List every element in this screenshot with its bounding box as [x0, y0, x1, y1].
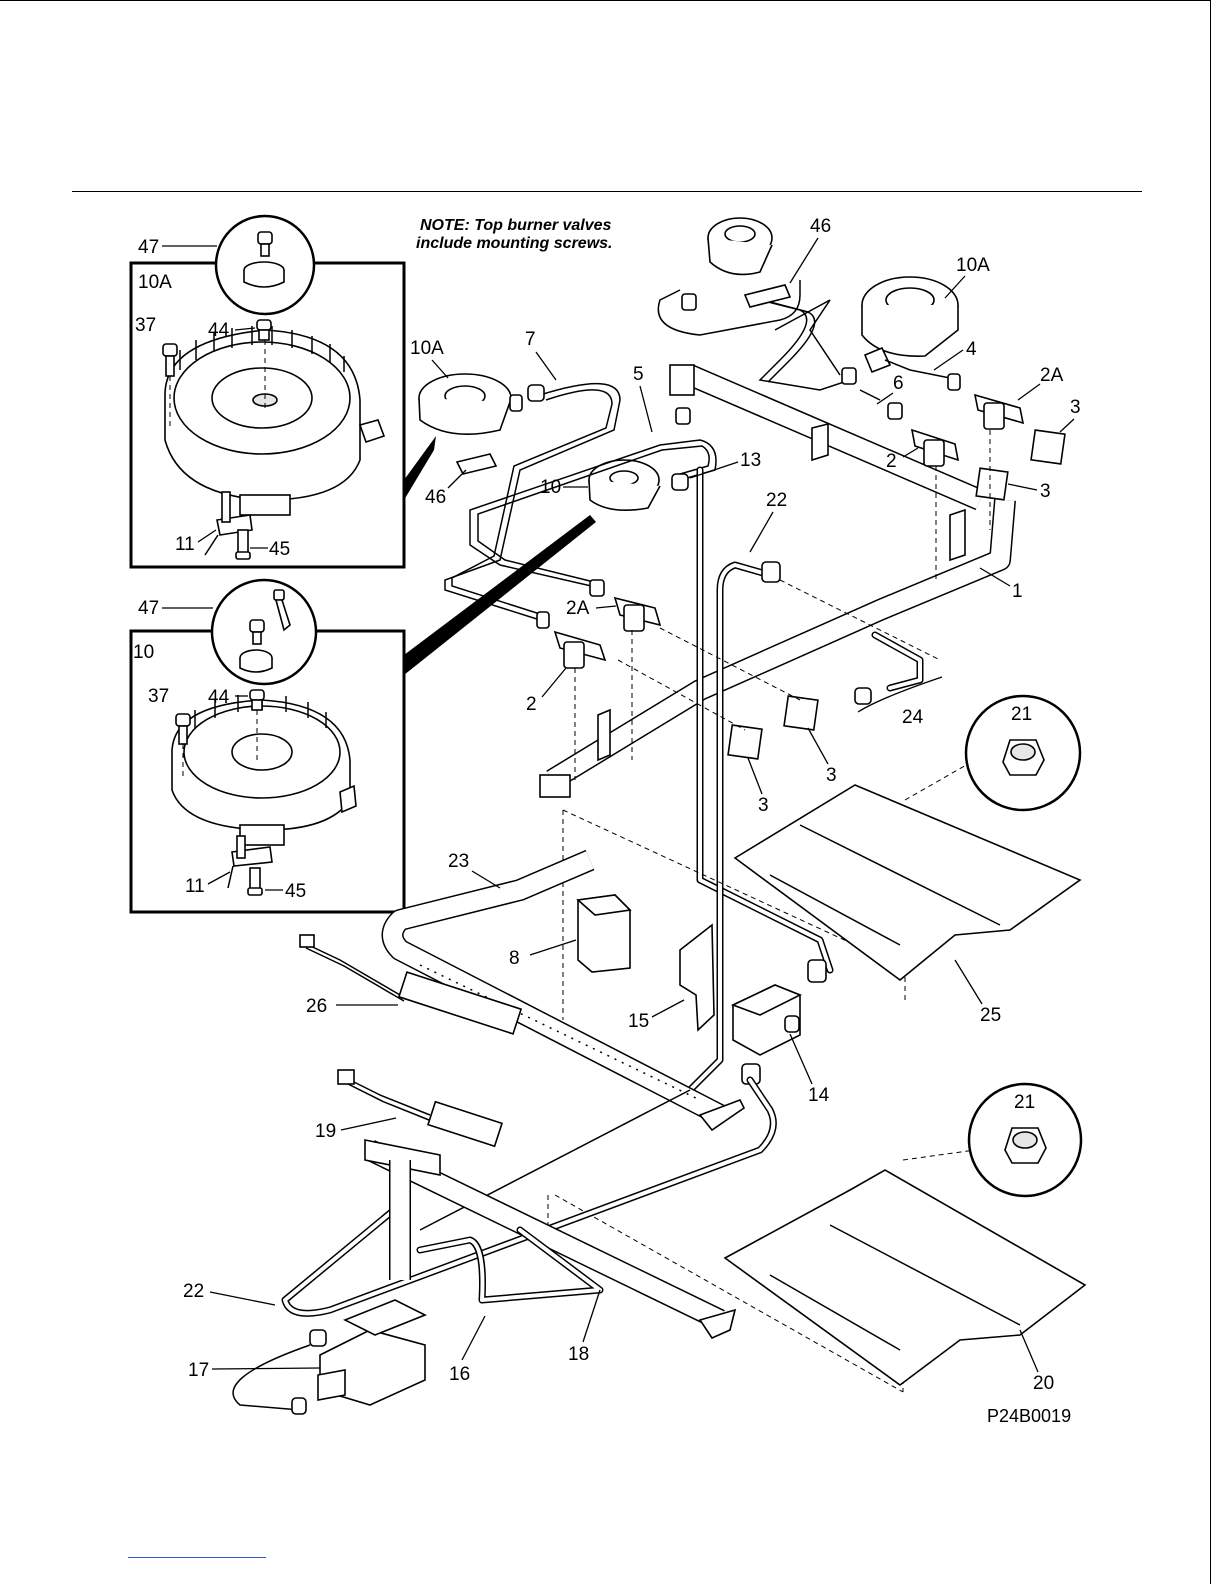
callout-10A-right: 10A [956, 255, 990, 276]
callout-7: 7 [525, 329, 536, 350]
callout-11-bottom: 11 [185, 876, 205, 897]
callout-26: 26 [306, 996, 327, 1017]
inset-label-10: 10 [133, 642, 154, 663]
callout-44-top: 44 [208, 320, 230, 341]
callout-13: 13 [740, 450, 761, 471]
callout-2-left: 2 [526, 694, 537, 715]
callout-3-lower: 3 [758, 795, 769, 816]
callout-19: 19 [315, 1121, 336, 1142]
callout-47-top: 47 [138, 237, 159, 258]
callout-18: 18 [568, 1344, 589, 1365]
callout-3-right: 3 [1040, 481, 1051, 502]
callout-6: 6 [893, 373, 904, 394]
callout-14: 14 [808, 1085, 830, 1106]
screw-44-10-drawing [250, 690, 264, 710]
callout-21-top: 21 [1011, 704, 1032, 725]
igniter-19 [338, 1070, 502, 1146]
callout-37-bottom: 37 [148, 686, 169, 707]
callout-11-top: 11 [175, 534, 195, 555]
callout-5: 5 [633, 364, 644, 385]
callout-15: 15 [628, 1011, 649, 1032]
oven-valve-14 [733, 985, 800, 1055]
callout-45-top: 45 [269, 539, 290, 560]
callout-23: 23 [448, 851, 469, 872]
callout-22-bottom: 22 [183, 1281, 204, 1302]
inset-label-10A: 10A [138, 272, 172, 293]
callout-22-top: 22 [766, 490, 787, 511]
callout-46-left: 46 [425, 487, 446, 508]
callout-10: 10 [540, 477, 561, 498]
screw-45-10-drawing [248, 868, 262, 895]
callout-37-top: 37 [135, 315, 156, 336]
callout-4: 4 [966, 339, 977, 360]
callout-1: 1 [1012, 581, 1023, 602]
diagram-reference-code: P24B0019 [987, 1406, 1071, 1426]
callout-2-right: 2 [886, 451, 897, 472]
burner-10A-left [419, 374, 511, 434]
note-line-2: include mounting screws. [416, 235, 612, 252]
callout-2A-left: 2A [566, 598, 590, 619]
callout-21-bottom: 21 [1014, 1092, 1035, 1113]
callout-10A-left: 10A [410, 338, 444, 359]
burner-head-10A-drawing [165, 326, 384, 515]
callout-16: 16 [449, 1364, 470, 1385]
note-line-1: NOTE: Top burner valves [420, 217, 612, 234]
baffle-25 [735, 785, 1080, 980]
spark-module-8 [578, 895, 630, 972]
bracket-46-left [457, 454, 496, 474]
callout-3-center: 3 [826, 765, 837, 786]
burner-head-10-drawing [172, 694, 356, 845]
callout-8: 8 [509, 948, 520, 969]
detail-circle-47-top: 47 [138, 216, 314, 314]
callout-46-top: 46 [810, 216, 831, 237]
broil-valve-17 [233, 1300, 425, 1414]
screw-44-10A-drawing [257, 320, 271, 340]
callout-45-bottom: 45 [285, 881, 306, 902]
callout-3-top-right: 3 [1070, 397, 1081, 418]
bracket-46-top [745, 285, 790, 307]
callout-44-bottom: 44 [208, 687, 230, 708]
burner-10A-upper-right [862, 277, 958, 372]
callout-47-bottom: 47 [138, 598, 159, 619]
burner-10-center [589, 460, 660, 510]
callout-25: 25 [980, 1005, 1001, 1026]
burner-46-top [708, 218, 772, 274]
callout-24: 24 [902, 707, 924, 728]
callout-17: 17 [188, 1360, 209, 1381]
bracket-15 [680, 925, 714, 1030]
baffle-20 [725, 1170, 1085, 1385]
callout-20: 20 [1033, 1373, 1054, 1394]
broil-burner-18 [365, 1140, 735, 1338]
screw-45-10A-drawing [236, 530, 250, 559]
callout-2A-right: 2A [1040, 365, 1064, 386]
